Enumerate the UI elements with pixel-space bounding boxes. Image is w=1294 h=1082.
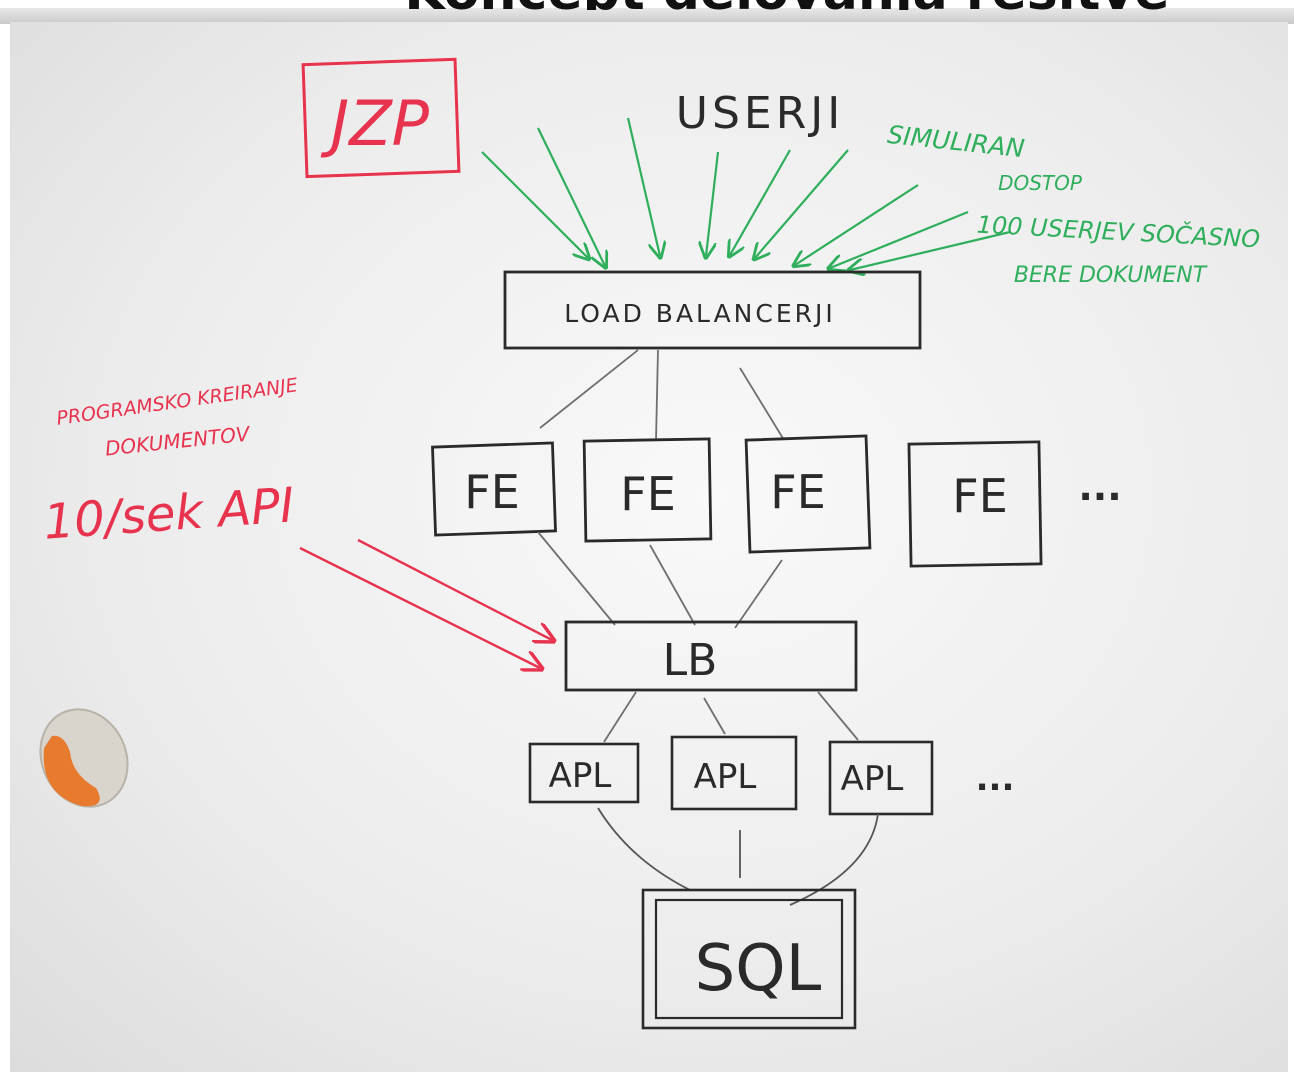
fe-server-3: FE — [744, 434, 872, 554]
apl-server-3: APL — [828, 740, 934, 816]
user-arrows — [481, 117, 1011, 270]
programsko-line-2: DOKUMENTOV — [104, 421, 252, 460]
jzp-box — [301, 57, 461, 179]
simulated-line-3: 100 USERJEV SOČASNO — [976, 209, 1261, 254]
apl-server-1: APL — [528, 742, 640, 804]
lb-to-fe-lines — [539, 349, 785, 441]
fe-server-1: FE — [431, 441, 557, 537]
programsko-line-1: PROGRAMSKO KREIRANJE — [55, 374, 299, 430]
whiteboard-frame — [0, 8, 1294, 24]
jzp-label: JZP — [320, 87, 430, 160]
fe-to-lb-lines — [537, 531, 783, 629]
apl-to-sql-lines — [597, 807, 879, 906]
simulated-line-1: SIMULIRAN — [886, 120, 1026, 163]
userji-label: USERJI — [676, 88, 844, 139]
load-balancer-box — [503, 270, 922, 350]
fe-server-4: FE — [907, 440, 1043, 568]
fe-more-ellipsis: ... — [1078, 465, 1121, 509]
fe-server-2: FE — [582, 437, 713, 543]
whiteboard-eraser — [39, 708, 129, 808]
api-arrows — [299, 538, 552, 668]
fe-label: FE — [952, 469, 1008, 523]
simulated-line-2: DOSTOP — [998, 171, 1083, 195]
fe-label: FE — [770, 465, 826, 519]
fe-label: FE — [464, 465, 520, 519]
lb-to-apl-lines — [603, 691, 859, 743]
load-balancer-label: LOAD BALANCERJI — [564, 299, 836, 328]
apl-label: APL — [694, 757, 757, 797]
lb-label: LB — [663, 635, 718, 686]
simulated-line-4: BERE DOKUMENT — [1014, 263, 1208, 288]
apl-label: APL — [549, 756, 612, 796]
lb-box — [564, 620, 858, 692]
fe-label: FE — [620, 467, 676, 521]
sql-label: SQL — [695, 932, 822, 1006]
page-title: Koncept delovanja rešitve — [0, 0, 1294, 10]
sql-database: SQL — [641, 888, 857, 1030]
api-rate-label: 10/sek API — [42, 477, 296, 550]
apl-label: APL — [841, 759, 904, 799]
apl-more-ellipsis: ... — [976, 759, 1015, 799]
apl-server-2: APL — [670, 735, 798, 811]
whiteboard — [10, 22, 1288, 1072]
